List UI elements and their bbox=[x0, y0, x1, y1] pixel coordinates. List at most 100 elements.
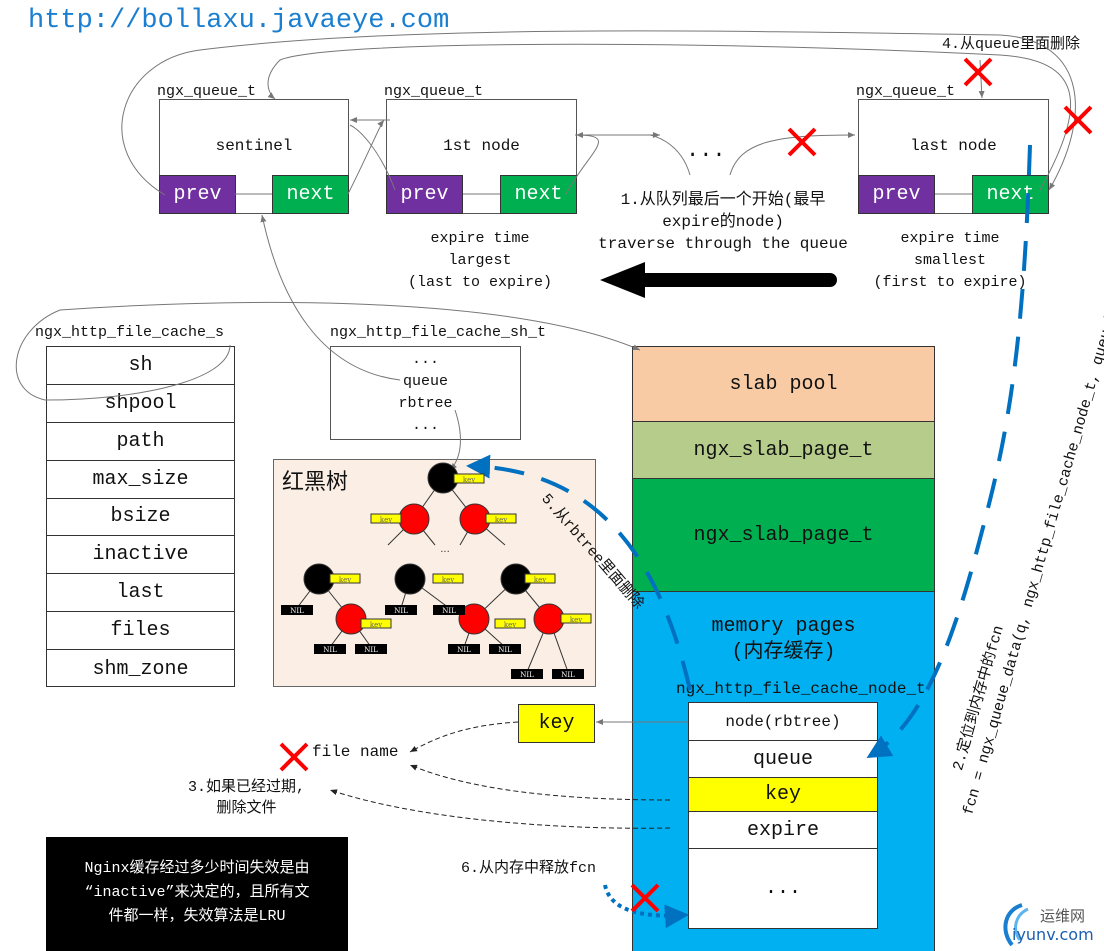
field-rest: ... bbox=[764, 877, 801, 900]
nil-box bbox=[281, 605, 313, 615]
prev-pointer: prev bbox=[858, 175, 935, 214]
field: ... bbox=[411, 351, 439, 368]
queue-type-label: ngx_queue_t bbox=[384, 83, 484, 100]
key-label-box bbox=[524, 573, 556, 584]
slab-page-2: ngx_slab_page_t bbox=[633, 479, 934, 592]
slab-page-1: ngx_slab_page_t bbox=[633, 422, 934, 479]
nil-label: NIL bbox=[394, 607, 408, 615]
next-pointer: next bbox=[272, 175, 349, 214]
nil-label: NIL bbox=[290, 607, 304, 615]
step-line: 1.从队列最后一个开始(最早 bbox=[620, 191, 826, 209]
node-title: 1st node bbox=[443, 137, 520, 155]
memory-pages-title: memory pages (内存缓存) bbox=[633, 614, 934, 666]
nil-box bbox=[511, 669, 543, 679]
note-line: expire time bbox=[430, 230, 530, 247]
logo bbox=[1003, 903, 1029, 947]
last-next-to-sentinel bbox=[267, 43, 1072, 191]
nil-box bbox=[433, 605, 465, 615]
step-line: traverse through the queue bbox=[598, 235, 848, 253]
step-line: 删除文件 bbox=[216, 800, 277, 817]
key-to-filename bbox=[409, 721, 519, 753]
prev-pointer: prev bbox=[386, 175, 463, 214]
key-label: key bbox=[380, 516, 392, 524]
nil-label: NIL bbox=[364, 646, 378, 654]
note-line: expire time bbox=[900, 230, 1000, 247]
key-label: key bbox=[463, 476, 475, 484]
next-link bbox=[347, 119, 385, 195]
field: ... bbox=[411, 417, 439, 434]
field-sh: sh bbox=[47, 347, 234, 385]
key-box: key bbox=[518, 704, 595, 743]
key-label: key bbox=[504, 621, 516, 629]
logo-swoosh bbox=[1014, 907, 1029, 941]
field-expire: expire bbox=[689, 812, 877, 849]
field-queue: queue bbox=[689, 741, 877, 778]
step1-text: 1.从队列最后一个开始(最早 expire的node) traverse thr… bbox=[593, 189, 853, 255]
key-label: key bbox=[495, 516, 507, 524]
black-node bbox=[394, 563, 426, 595]
nil-box bbox=[448, 644, 480, 654]
note-line: 件都一样，失效算法是LRU bbox=[108, 908, 286, 925]
field-node-rbtree: node(rbtree) bbox=[689, 703, 877, 741]
node-title: sentinel bbox=[215, 137, 293, 155]
cache-sh-label: ngx_http_file_cache_sh_t bbox=[330, 324, 547, 341]
prev-link bbox=[349, 124, 396, 191]
nil-box bbox=[355, 644, 387, 654]
field-last: last bbox=[47, 574, 234, 613]
red-node bbox=[458, 603, 490, 635]
title-line: memory pages bbox=[711, 615, 856, 638]
slab-pool: slab pool bbox=[633, 347, 934, 422]
rbtree-to-root bbox=[449, 409, 461, 471]
field-shm-zone: shm_zone bbox=[92, 657, 189, 681]
link bbox=[978, 59, 985, 99]
key-label-box bbox=[453, 473, 485, 484]
field-inactive: inactive bbox=[47, 536, 234, 575]
key-label-box bbox=[560, 613, 592, 624]
queue-type-label: ngx_queue_t bbox=[856, 83, 956, 100]
cache-sh-struct: ... queue rbtree ... bbox=[330, 346, 521, 440]
nil-label: NIL bbox=[442, 607, 456, 615]
sentinel-prev-to-last bbox=[121, 30, 1076, 196]
cache-node-struct: node(rbtree) queue key expire ... bbox=[688, 702, 878, 929]
key-label-box bbox=[485, 513, 517, 524]
note-line: largest bbox=[448, 252, 512, 269]
cross-marks bbox=[279, 57, 1093, 913]
key-label-box bbox=[370, 513, 402, 524]
red-node bbox=[398, 503, 430, 535]
step5-dashed-arrow bbox=[466, 454, 692, 691]
expire-to-delete bbox=[329, 789, 671, 829]
link bbox=[729, 132, 856, 176]
key-label: key bbox=[534, 576, 546, 584]
nil-label: NIL bbox=[561, 671, 575, 679]
note-line: (last to expire) bbox=[407, 274, 553, 291]
next-link bbox=[565, 132, 599, 195]
step-line: 3.如果已经过期, bbox=[188, 779, 306, 796]
key-label-box bbox=[329, 573, 361, 584]
field-bsize: bsize bbox=[47, 499, 234, 537]
watermark: http://bollaxu.javaeye.com bbox=[28, 6, 450, 36]
link bbox=[649, 134, 691, 176]
cross-icon bbox=[1063, 105, 1093, 135]
field-files: files bbox=[47, 612, 234, 651]
note-line: “inactive”来决定的，且所有文 bbox=[84, 884, 310, 901]
cross-icon bbox=[279, 742, 309, 772]
cross-icon bbox=[787, 127, 817, 157]
step6-text: 6.从内存中释放fcn bbox=[461, 860, 597, 877]
nil-label: NIL bbox=[323, 646, 337, 654]
nil-label: NIL bbox=[520, 671, 534, 679]
note-line: smallest bbox=[913, 252, 986, 269]
node-title: last node bbox=[910, 137, 997, 155]
sh-to-slab bbox=[15, 301, 641, 401]
note-line: Nginx缓存经过多少时间失效是由 bbox=[84, 860, 310, 877]
step2-dashed-arrow bbox=[866, 144, 1032, 759]
field-queue: queue bbox=[402, 373, 448, 390]
expire-largest-note: expire time largest (last to expire) bbox=[400, 228, 560, 294]
note-box: Nginx缓存经过多少时间失效是由 “inactive”来决定的，且所有文 件都… bbox=[46, 837, 348, 951]
cross-icon bbox=[963, 57, 993, 87]
nil-box bbox=[314, 644, 346, 654]
step4-text: 4.从queue里面删除 bbox=[942, 36, 1081, 53]
note-line: (first to expire) bbox=[873, 274, 1027, 291]
key-label-box bbox=[494, 618, 526, 629]
